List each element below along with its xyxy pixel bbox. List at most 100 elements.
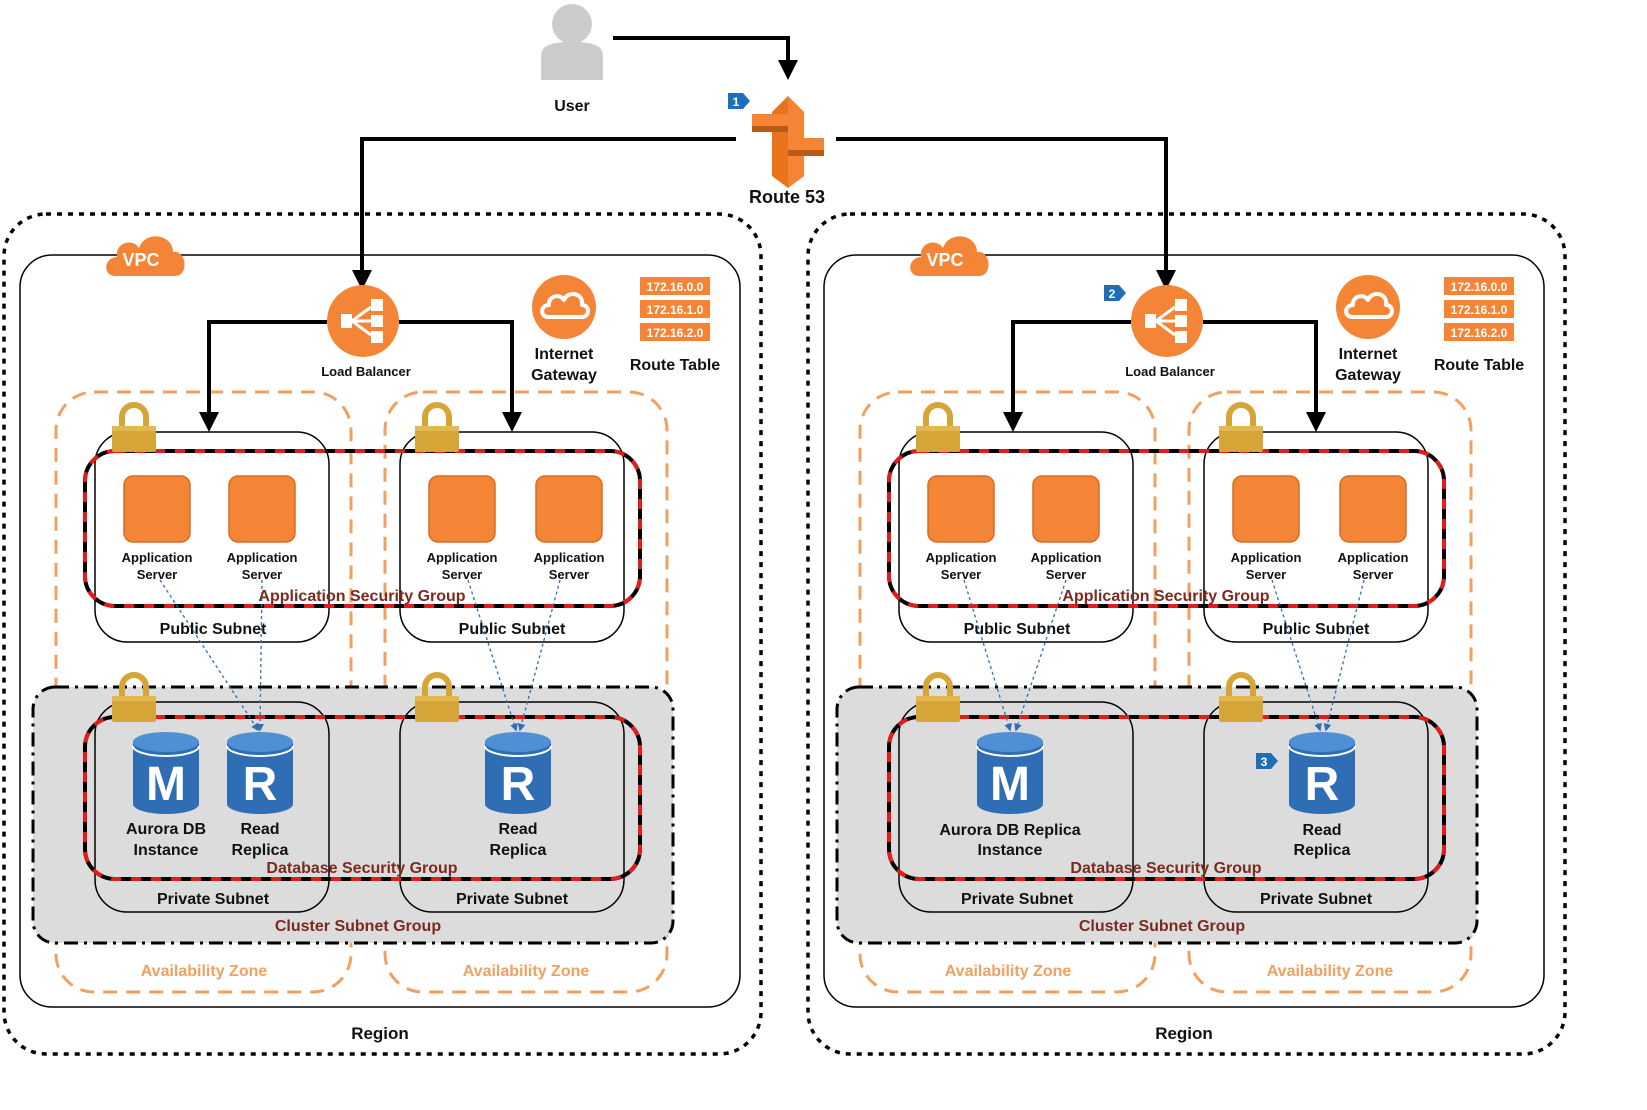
application-server-label: Application: [122, 550, 193, 565]
application-server-label: Server: [1353, 567, 1393, 582]
internet-gateway-label-line2: Gateway: [531, 367, 597, 384]
lb-to-subnet-a-arrow: [199, 320, 327, 432]
public-subnet-a-label: Public Subnet: [964, 621, 1071, 638]
route-table-label: Route Table: [1434, 357, 1524, 374]
availability-zone-a-label: Availability Zone: [141, 963, 268, 980]
lb-to-subnet-b-arrow: [1203, 320, 1326, 432]
database-security-group-label: Database Security Group: [1070, 860, 1261, 877]
availability-zone-b: [383, 390, 669, 994]
internet-gateway-label-line2: Gateway: [1335, 367, 1401, 384]
availability-zone-b-label: Availability Zone: [1267, 963, 1394, 980]
vpc-label: VPC: [926, 250, 963, 270]
lock-icon: [1219, 405, 1263, 452]
internet-gateway-label-line1: Internet: [1339, 346, 1398, 363]
route-table-entry: 172.16.1.0: [1451, 303, 1508, 317]
db-primary-label: Instance: [978, 842, 1043, 859]
application-server-label: Server: [941, 567, 981, 582]
database-security-group-label: Database Security Group: [266, 860, 457, 877]
route-table-icon: 172.16.0.0 172.16.1.0 172.16.2.0: [1444, 277, 1514, 341]
application-security-group-label: Application Security Group: [1062, 588, 1269, 605]
application-server-label: Application: [1338, 550, 1409, 565]
user-label: User: [554, 98, 590, 115]
lock-icon: [916, 405, 960, 452]
load-balancer-icon: [1129, 283, 1205, 359]
lock-icon: [415, 675, 459, 722]
application-server-icon: [428, 475, 496, 543]
app-to-db-connections: [963, 579, 1365, 732]
db-primary-label: Instance: [134, 842, 199, 859]
lock-icon: [112, 675, 156, 722]
vpc-boundary: [19, 254, 741, 1008]
public-subnet-b-label: Public Subnet: [1263, 621, 1370, 638]
vpc-boundary: [823, 254, 1545, 1008]
read-replica-letter: R: [243, 758, 278, 811]
application-server-icon: [1032, 475, 1100, 543]
application-server-label: Application: [1031, 550, 1102, 565]
private-subnet-b-label: Private Subnet: [1260, 891, 1373, 908]
read-replica-label: Read: [240, 821, 279, 838]
read-replica-label: Replica: [232, 842, 289, 859]
db-primary-label: Aurora DB Replica: [939, 822, 1080, 839]
lock-icon: [112, 405, 156, 452]
application-server-label: Server: [442, 567, 482, 582]
svg-text:2: 2: [1109, 287, 1116, 301]
application-server-label: Application: [227, 550, 298, 565]
lb-to-subnet-a-arrow: [1003, 320, 1131, 432]
svg-text:1: 1: [733, 95, 740, 109]
public-subnet-b-label: Public Subnet: [459, 621, 566, 638]
public-subnet-a-label: Public Subnet: [160, 621, 267, 638]
read-replica-label: Replica: [490, 842, 547, 859]
lock-icon: [916, 675, 960, 722]
step-badge-3: 3: [1256, 753, 1278, 769]
application-server-label: Application: [534, 550, 605, 565]
step-badge-1: 1: [728, 93, 750, 109]
route-table-label: Route Table: [630, 357, 720, 374]
region-label: Region: [351, 1024, 409, 1043]
private-subnet-a-label: Private Subnet: [157, 891, 270, 908]
application-server-label: Server: [549, 567, 589, 582]
read-replica-label: Read: [498, 821, 537, 838]
private-subnet-b-label: Private Subnet: [456, 891, 569, 908]
db-primary-letter: M: [146, 758, 186, 811]
route-table-entry: 172.16.2.0: [1451, 326, 1508, 340]
route53-icon: [752, 96, 824, 188]
application-server-icon: [927, 475, 995, 543]
db-primary-label: Aurora DB: [126, 821, 206, 838]
route-table-entry: 172.16.0.0: [1451, 280, 1508, 294]
application-server-icon: [123, 475, 191, 543]
lock-icon: [1219, 675, 1263, 722]
route-table-entry: 172.16.0.0: [647, 280, 704, 294]
availability-zone-b: [1187, 390, 1473, 994]
application-security-group-label: Application Security Group: [258, 588, 465, 605]
application-server-label: Server: [242, 567, 282, 582]
lb-to-subnet-b-arrow: [399, 320, 522, 432]
application-server-label: Application: [926, 550, 997, 565]
application-server-icon: [1232, 475, 1300, 543]
region-boundary: [2, 212, 763, 1056]
internet-gateway-label-line1: Internet: [535, 346, 594, 363]
application-server-label: Application: [427, 550, 498, 565]
route-table-entry: 172.16.1.0: [647, 303, 704, 317]
availability-zone-a-label: Availability Zone: [945, 963, 1072, 980]
read-replica-letter: R: [1305, 758, 1340, 811]
read-replica-label: Replica: [1294, 842, 1351, 859]
internet-gateway-icon: [1334, 273, 1402, 341]
route-table-entry: 172.16.2.0: [647, 326, 704, 340]
user-icon: [541, 4, 603, 80]
cluster-subnet-group-label: Cluster Subnet Group: [1079, 918, 1245, 935]
load-balancer-label: Load Balancer: [321, 364, 411, 379]
svg-text:3: 3: [1261, 755, 1268, 769]
read-replica-letter: R: [501, 758, 536, 811]
region-boundary: [806, 212, 1567, 1056]
load-balancer-icon: [325, 283, 401, 359]
lock-icon: [415, 405, 459, 452]
application-server-label: Server: [1246, 567, 1286, 582]
application-server-label: Application: [1231, 550, 1302, 565]
route-table-icon: 172.16.0.0 172.16.1.0 172.16.2.0: [640, 277, 710, 341]
user-to-route53-arrow: [613, 36, 798, 80]
internet-gateway-icon: [530, 273, 598, 341]
db-primary-letter: M: [990, 758, 1030, 811]
application-server-label: Server: [137, 567, 177, 582]
app-to-db-connections: [159, 579, 561, 732]
